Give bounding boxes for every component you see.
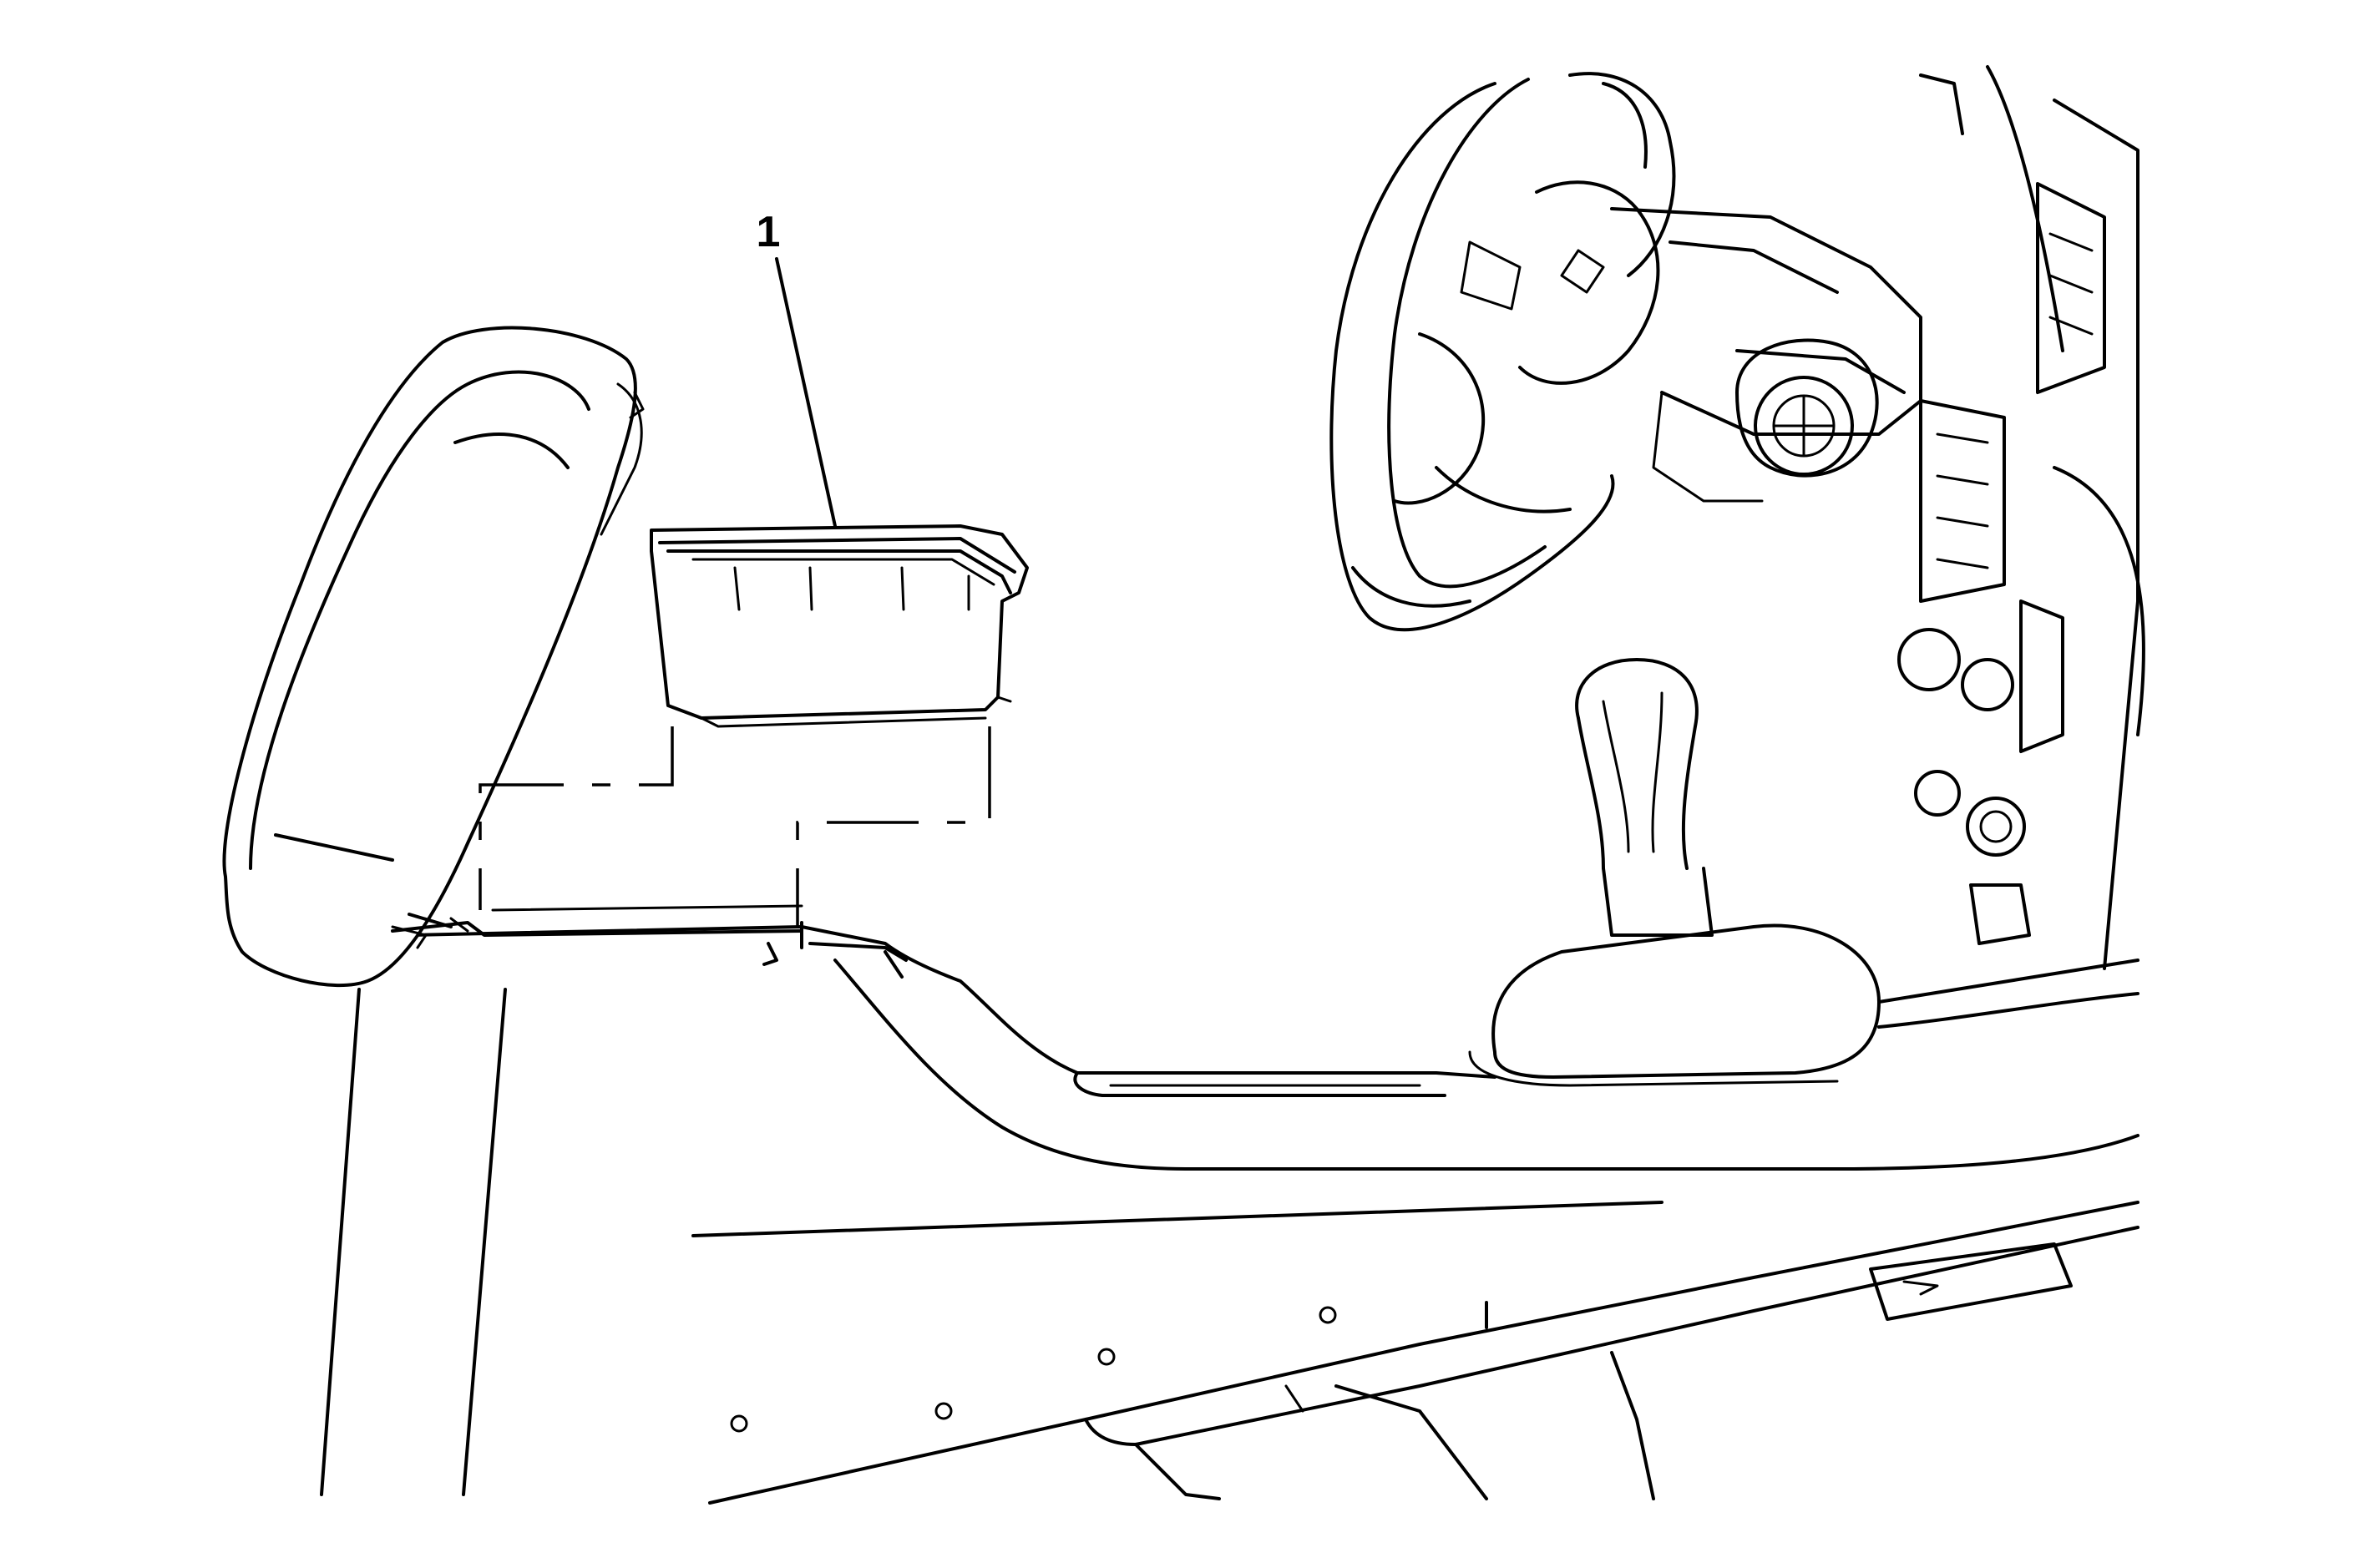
armrest-lid <box>222 326 645 988</box>
lower-trim-panel <box>708 1201 2139 1505</box>
storage-bin <box>650 524 1029 728</box>
console-side <box>320 988 507 1496</box>
instrument-panel <box>1897 65 2145 970</box>
steering-wheel <box>1329 72 1676 631</box>
callout-leader <box>775 257 837 528</box>
gear-shifter <box>1468 658 1881 1087</box>
air-vent <box>1735 338 1879 478</box>
floor-console <box>408 925 2139 1237</box>
console-bin-opening <box>391 904 803 966</box>
alignment-lines <box>479 726 991 927</box>
callout-label-1: 1 <box>757 208 781 256</box>
